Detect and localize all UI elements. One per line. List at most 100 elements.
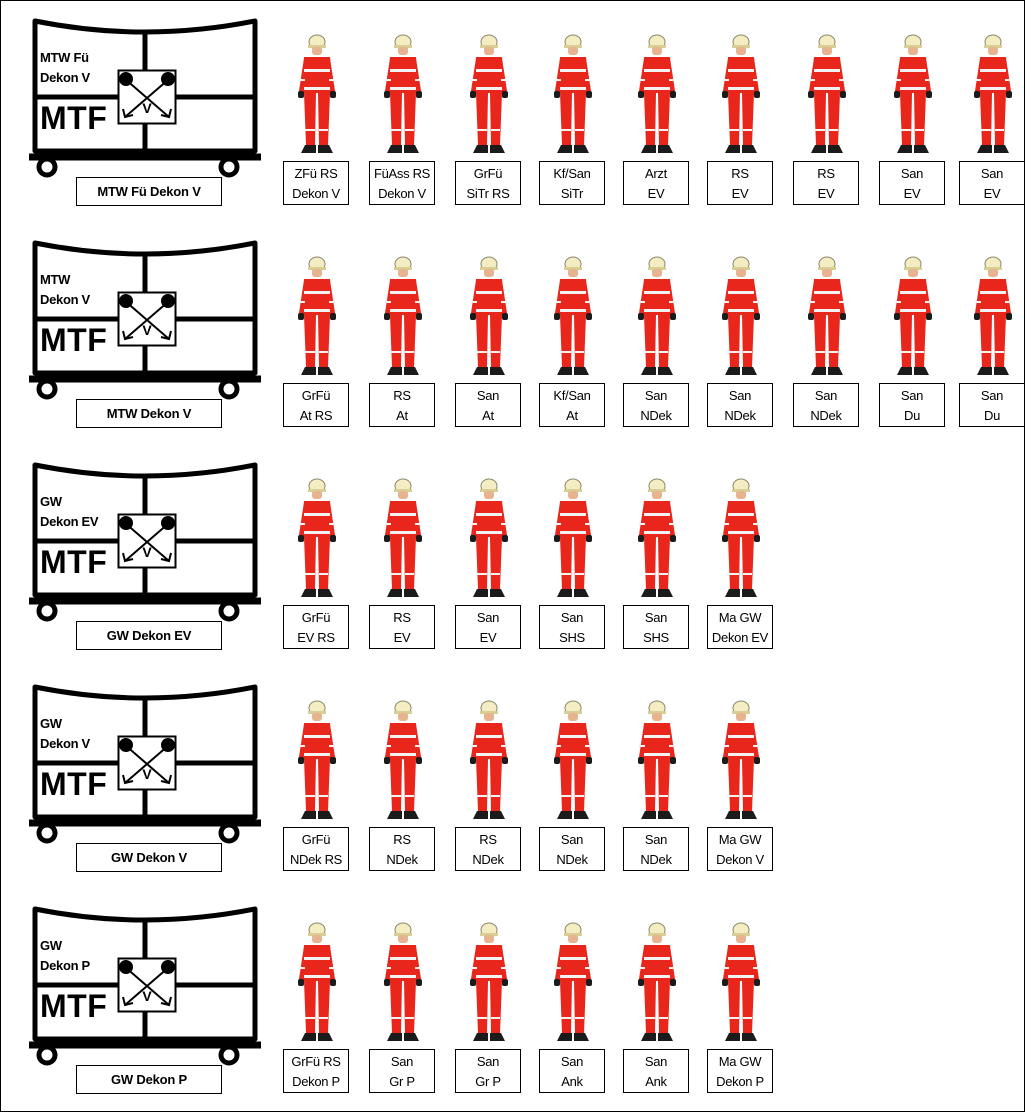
crew-role-line2: Du	[983, 408, 1001, 423]
crew-role-line2: NDek	[724, 408, 756, 423]
unit-row: GW Dekon EV MTF V GW Dekon EV	[1, 445, 1025, 667]
vehicle-short-name: GW Dekon P	[40, 936, 116, 976]
vehicle-name-line1: GW	[40, 494, 62, 509]
crew-role-line2: EV RS	[297, 630, 335, 645]
crew-role-line2: EV	[983, 186, 1001, 201]
crew-role-line2: Ank	[645, 1074, 667, 1089]
crew-role-line1: Kf/San	[553, 388, 591, 403]
vehicle-short-name: GW Dekon V	[40, 714, 116, 754]
crew-role-line2: Gr P	[389, 1074, 415, 1089]
crew-role-line1: San	[560, 832, 584, 847]
crew-role-line2: NDek	[640, 408, 672, 423]
crew-role-line1: San	[476, 1054, 500, 1069]
crew-role-line2: Du	[903, 408, 921, 423]
crew-role-line1: FüAss RS	[373, 166, 431, 181]
crew-role-line1: RS	[817, 166, 835, 181]
vehicle-name-line1: GW	[40, 938, 62, 953]
crew-role-line2: SiTr	[560, 186, 584, 201]
crew-role-line1: San	[476, 610, 500, 625]
sign-letter: V	[142, 544, 152, 560]
crew-role-line1: San	[644, 388, 668, 403]
crew-role-line2: Dekon V	[292, 186, 340, 201]
crew-role-line1: ZFü RS	[294, 166, 338, 181]
vehicle-name-line2: Dekon V	[40, 736, 90, 751]
vehicle-class-label: MTF	[40, 544, 108, 580]
crew-role-label: Ma GW Dekon EV	[707, 605, 773, 649]
crew-role-line2: EV	[817, 186, 835, 201]
crew-role-line1: San	[900, 166, 924, 181]
decontamination-cross-icon: V	[117, 513, 177, 569]
vehicle-short-name: GW Dekon EV	[40, 492, 116, 532]
crew-role-line1: San	[476, 388, 500, 403]
crew-role-line1: RS	[393, 610, 411, 625]
crew-role-line1: GrFü	[301, 832, 331, 847]
unit-name-label: GW Dekon P	[76, 1065, 222, 1094]
crew-role-line1: San	[900, 388, 924, 403]
crew-role-line2: NDek	[810, 408, 842, 423]
crew-member: San Gr P	[455, 913, 525, 1108]
crew-role-line2: At	[482, 408, 494, 423]
crew-role-label: San Gr P	[455, 1049, 521, 1093]
vehicle-name-line2: Dekon V	[40, 292, 90, 307]
crew-role-line2: EV	[647, 186, 665, 201]
crew-member: FüAss RS Dekon V	[369, 25, 439, 220]
vehicle-tactical-sign-icon: GW Dekon EV MTF V	[29, 457, 261, 633]
vehicle-name-line2: Dekon V	[40, 70, 90, 85]
crew-role-line1: Kf/San	[553, 166, 591, 181]
vehicle-name-line2: Dekon EV	[40, 514, 99, 529]
crew-role-line2: Dekon EV	[711, 630, 769, 645]
crew-role-line2: At RS	[299, 408, 333, 423]
crew-role-line2: Dekon V	[378, 186, 426, 201]
crew-member: RS EV	[793, 25, 863, 220]
unit-name-label: MTW Dekon V	[76, 399, 222, 428]
crew-role-line2: Ank	[561, 1074, 583, 1089]
crew-role-line1: Ma GW	[718, 610, 762, 625]
crew-role-line2: SHS	[643, 630, 669, 645]
crew-role-line2: NDek RS	[289, 852, 343, 867]
vehicle-class-label: MTF	[40, 988, 108, 1024]
sign-letter: V	[142, 766, 152, 782]
crew-role-line1: San	[560, 610, 584, 625]
vehicle-name-line1: GW	[40, 716, 62, 731]
vehicle-name-line2: Dekon P	[40, 958, 90, 973]
unit-name-label: MTW Fü Dekon V	[76, 177, 222, 206]
crew-role-line2: At	[566, 408, 578, 423]
crew-role-line2: Gr P	[475, 1074, 501, 1089]
unit-name-label: GW Dekon V	[76, 843, 222, 872]
crew-role-line2: EV	[479, 630, 497, 645]
